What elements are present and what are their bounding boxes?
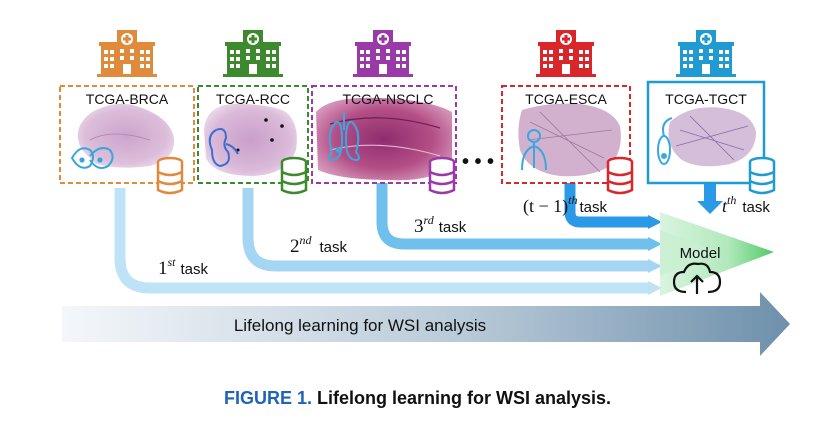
- hospital-icon-brca: [97, 30, 157, 77]
- database-icon: [428, 156, 456, 195]
- task-arrows: [114, 183, 723, 295]
- dataset-box-tgct: [646, 80, 776, 195]
- hospital-icon-nsclc: [353, 30, 413, 77]
- dataset-box-brca: [59, 85, 195, 195]
- model-block: Model: [660, 212, 774, 296]
- lung-icon: [328, 112, 360, 162]
- hospital-icons: [97, 30, 736, 77]
- esophagus-icon: [521, 129, 547, 171]
- dataset-box-esca: [501, 85, 634, 195]
- arrow-task-t-minus-1: [564, 183, 650, 228]
- arrow-task-t: [704, 183, 716, 203]
- breast-icon: [70, 147, 114, 169]
- dataset-label-brca: TCGA-BRCA: [86, 91, 169, 107]
- dataset-box-nsclc: [311, 85, 457, 195]
- model-label: Model: [680, 245, 721, 262]
- arrow-task-1: [114, 188, 650, 294]
- ellipsis: • • •: [462, 151, 494, 173]
- kidney-icon: [208, 128, 239, 168]
- hospital-icon-rcc: [223, 30, 283, 77]
- testis-icon: [657, 117, 673, 165]
- figure-caption: FIGURE 1. Lifelong learning for WSI anal…: [0, 388, 835, 409]
- hospital-icon-tgct: [676, 30, 736, 77]
- dataset-label-tgct: TCGA-TGCT: [665, 91, 747, 107]
- database-icon: [748, 156, 776, 195]
- database-icon: [280, 156, 308, 195]
- database-icon: [606, 156, 634, 195]
- dataset-box-rcc: [197, 85, 309, 195]
- database-icon: [156, 156, 184, 195]
- banner-text: Lifelong learning for WSI analysis: [234, 316, 486, 335]
- dataset-label-esca: TCGA-ESCA: [525, 91, 607, 107]
- figure-number: FIGURE 1.: [223, 388, 312, 408]
- cloud-upload-icon: [672, 262, 722, 294]
- arrow-task-3: [376, 183, 650, 250]
- lifelong-banner-arrow: Lifelong learning for WSI analysis: [62, 292, 790, 356]
- arrow-task-2: [242, 188, 650, 272]
- dataset-label-nsclc: TCGA-NSCLC: [342, 91, 433, 107]
- dataset-label-rcc: TCGA-RCC: [216, 91, 290, 107]
- hospital-icon-esca: [536, 30, 596, 77]
- caption-text: Lifelong learning for WSI analysis.: [316, 388, 612, 408]
